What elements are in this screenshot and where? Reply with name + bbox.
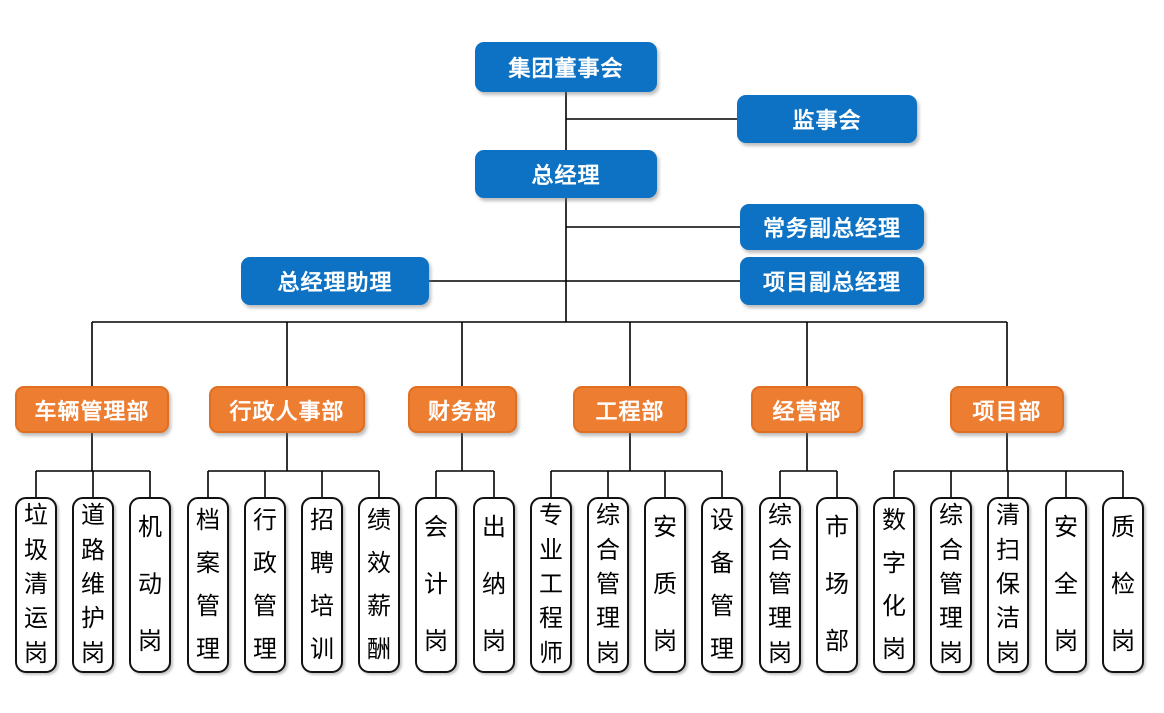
post-box: 清扫保洁岗 [987, 497, 1029, 673]
post-box: 综合管理岗 [587, 497, 629, 673]
post-box: 专业工程师 [530, 497, 572, 673]
post-label: 清扫保洁岗 [996, 502, 1020, 667]
post-box: 出纳岗 [473, 497, 515, 673]
gm-assistant-node: 总经理助理 [241, 257, 429, 305]
post-label: 质检岗 [1111, 513, 1135, 656]
post-label: 绩效薪酬 [367, 506, 391, 663]
post-box: 行政管理 [244, 497, 286, 673]
project-dept-label: 项目部 [972, 398, 1042, 424]
post-label: 设备管理 [710, 506, 734, 663]
operations-dept-label: 经营部 [772, 398, 842, 424]
finance-dept-label: 财务部 [427, 398, 497, 424]
board-of-directors-label: 集团董事会 [508, 56, 624, 81]
post-label: 档案管理 [196, 506, 220, 663]
post-box: 数字化岗 [873, 497, 915, 673]
post-box: 设备管理 [701, 497, 743, 673]
post-label: 专业工程师 [539, 502, 563, 667]
board-of-directors-node: 集团董事会 [475, 42, 657, 92]
post-box: 会计岗 [415, 497, 457, 673]
post-label: 出纳岗 [482, 513, 506, 656]
post-box: 招聘培训 [301, 497, 343, 673]
admin-hr-dept-node: 行政人事部 [209, 386, 365, 433]
general-manager-label: 总经理 [531, 163, 601, 188]
post-box: 绩效薪酬 [358, 497, 400, 673]
post-box: 市场部 [816, 497, 858, 673]
post-box: 道路维护岗 [72, 497, 114, 673]
post-label: 机动岗 [138, 513, 162, 656]
engineering-dept-node: 工程部 [573, 386, 687, 433]
admin-hr-dept-label: 行政人事部 [229, 398, 345, 424]
project-deputy-gm-label: 项目副总经理 [762, 270, 901, 295]
post-box: 质检岗 [1102, 497, 1144, 673]
general-manager-node: 总经理 [475, 150, 657, 198]
post-label: 安全岗 [1054, 513, 1078, 656]
vehicle-management-dept-node: 车辆管理部 [15, 386, 169, 433]
finance-dept-node: 财务部 [408, 386, 517, 433]
post-box: 档案管理 [187, 497, 229, 673]
post-label: 安质岗 [653, 513, 677, 656]
post-label: 数字化岗 [882, 506, 906, 663]
operations-dept-node: 经营部 [751, 386, 863, 433]
post-label: 综合管理岗 [939, 502, 963, 667]
supervisory-board-label: 监事会 [792, 108, 862, 133]
project-deputy-gm-node: 项目副总经理 [740, 257, 924, 305]
engineering-dept-label: 工程部 [595, 398, 665, 424]
post-box: 机动岗 [129, 497, 171, 673]
gm-assistant-label: 总经理助理 [277, 270, 393, 295]
post-box: 垃圾清运岗 [15, 497, 57, 673]
post-box: 安全岗 [1045, 497, 1087, 673]
post-label: 招聘培训 [310, 506, 334, 663]
post-label: 会计岗 [424, 513, 448, 656]
post-label: 道路维护岗 [81, 502, 105, 667]
supervisory-board-node: 监事会 [737, 95, 917, 143]
post-label: 行政管理 [253, 506, 277, 663]
post-box: 综合管理岗 [930, 497, 972, 673]
post-label: 垃圾清运岗 [24, 502, 48, 667]
post-box: 安质岗 [644, 497, 686, 673]
executive-deputy-gm-node: 常务副总经理 [740, 204, 924, 250]
post-label: 综合管理岗 [768, 502, 792, 667]
post-label: 市场部 [825, 513, 849, 656]
executive-deputy-gm-label: 常务副总经理 [762, 216, 901, 241]
post-box: 综合管理岗 [759, 497, 801, 673]
project-dept-node: 项目部 [950, 386, 1064, 433]
post-label: 综合管理岗 [596, 502, 620, 667]
vehicle-management-dept-label: 车辆管理部 [34, 398, 150, 424]
